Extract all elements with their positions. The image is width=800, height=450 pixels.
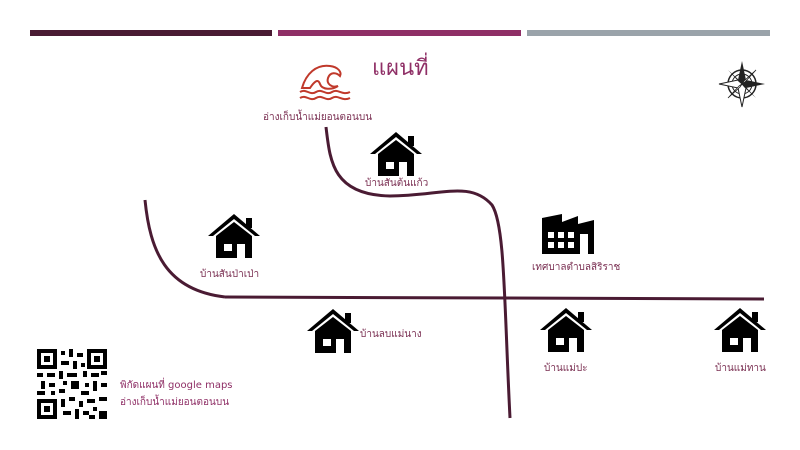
header-bar-3 bbox=[527, 30, 770, 36]
place-label-ban-mae-pa: บ้านแม่ปะ bbox=[544, 363, 588, 374]
place-label-reservoir: อ่างเก็บน้ำแม่ยอนตอนบน bbox=[263, 112, 373, 123]
header-bar-1 bbox=[30, 30, 272, 36]
place-label-ban-lob-mae-nang: บ้านลบแม่นาง bbox=[360, 329, 422, 340]
road-west-curve bbox=[143, 199, 226, 299]
wave-icon bbox=[299, 64, 351, 101]
qr-caption-line-2: อ่างเก็บน้ำแม่ยอนตอนบน bbox=[120, 397, 230, 408]
qr-caption-line-1: พิกัดแผนที่ google maps bbox=[120, 380, 233, 391]
house-icon bbox=[208, 214, 260, 258]
house-icon bbox=[540, 308, 592, 352]
house-icon bbox=[307, 309, 359, 353]
page-title: แผนที่ bbox=[372, 56, 429, 81]
place-label-ban-mae-than: บ้านแม่ทาน bbox=[715, 363, 766, 374]
place-label-ban-san-ton-kaeo: บ้านสันต้นแก้ว bbox=[365, 178, 429, 189]
road-vertical-east bbox=[324, 126, 512, 419]
qr-caption: พิกัดแผนที่ google maps อ่างเก็บน้ำแม่ยอ… bbox=[120, 377, 233, 411]
header-bar-2 bbox=[278, 30, 521, 36]
house-icon bbox=[370, 132, 422, 176]
factory-icon bbox=[542, 214, 594, 254]
place-label-tessaban: เทศบาลตำบลสิริราช bbox=[532, 262, 621, 273]
place-label-ban-san-pa-pao: บ้านสันป่าเป่า bbox=[200, 269, 260, 280]
compass-icon bbox=[718, 61, 765, 108]
road-main-horizontal bbox=[224, 295, 765, 301]
qr-code-icon[interactable] bbox=[37, 349, 107, 419]
house-icon bbox=[714, 308, 766, 352]
